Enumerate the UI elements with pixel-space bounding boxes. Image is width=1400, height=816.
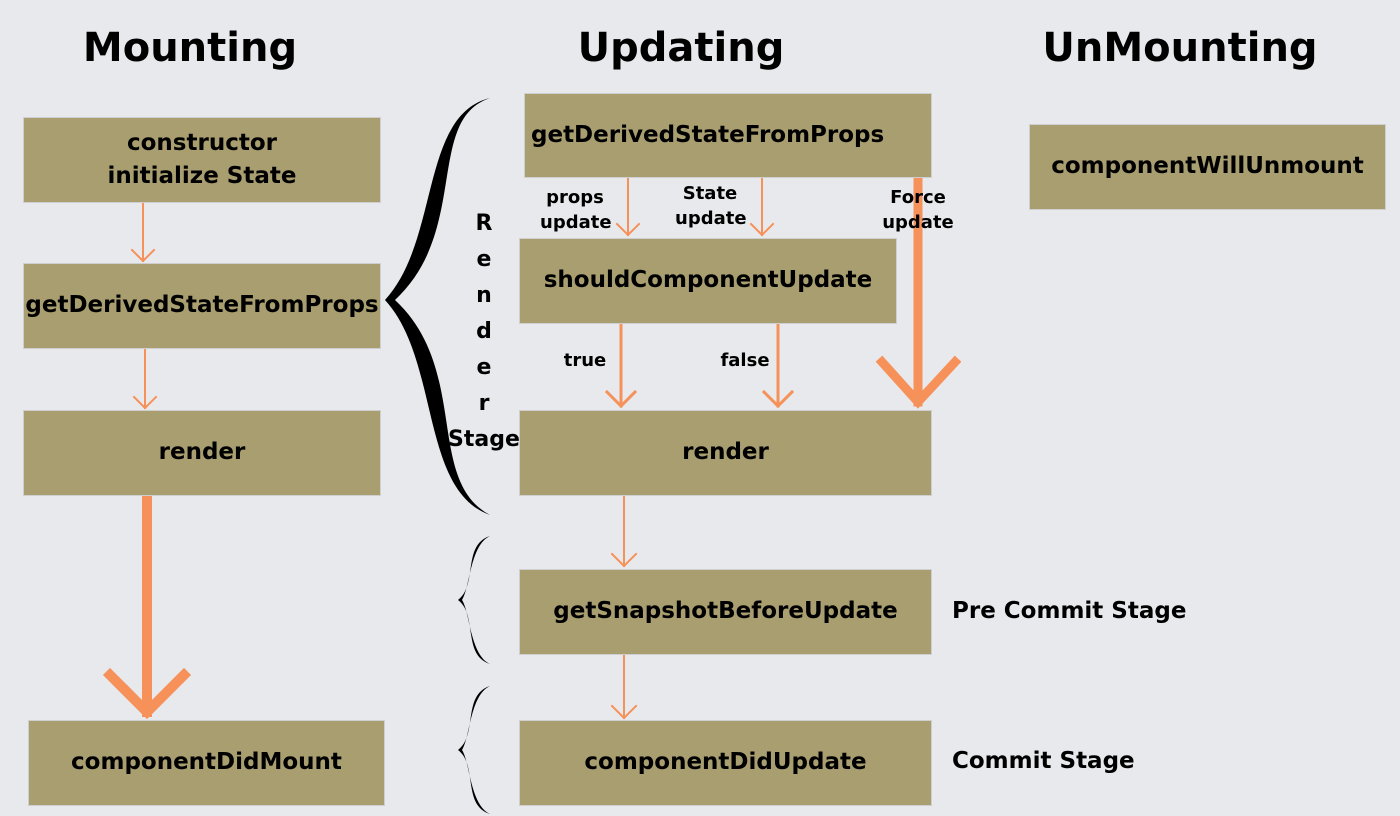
arrow-props-update — [615, 177, 641, 237]
get-snapshot-box: getSnapshotBeforeUpdate — [519, 569, 932, 655]
render-stage-letter: d — [476, 319, 492, 344]
component-will-unmount-label: componentWillUnmount — [1051, 153, 1364, 180]
force-update-line1: Force — [890, 187, 946, 208]
should-component-update-label: shouldComponentUpdate — [543, 267, 873, 294]
update-render-label: render — [682, 439, 769, 466]
render-stage-brace — [385, 98, 490, 515]
arrow-render-to-snapshot — [610, 495, 638, 568]
props-update-label: props update — [540, 185, 612, 235]
state-update-line2: update — [675, 208, 747, 230]
render-stage-letter: r — [478, 391, 490, 416]
get-snapshot-label: getSnapshotBeforeUpdate — [553, 598, 898, 625]
constructor-box: constructor initialize State — [23, 117, 381, 203]
props-update-line1: props — [546, 187, 604, 208]
commit-brace — [458, 686, 490, 814]
mount-get-derived-box: getDerivedStateFromProps — [23, 263, 381, 349]
updating-heading: Updating — [577, 25, 785, 71]
pre-commit-brace — [458, 536, 490, 664]
arrow-state-update — [749, 177, 775, 237]
false-label: false — [720, 350, 770, 371]
should-component-update-box: shouldComponentUpdate — [519, 238, 897, 324]
component-will-unmount-box: componentWillUnmount — [1029, 124, 1386, 210]
arrow-constructor-to-derived — [130, 202, 156, 263]
constructor-label: constructor — [127, 129, 277, 156]
component-did-update-box: componentDidUpdate — [519, 720, 932, 806]
render-stage-letter: e — [476, 247, 492, 272]
mounting-heading: Mounting — [82, 25, 298, 71]
arrow-derived-to-render — [132, 348, 158, 410]
render-stage-letter: e — [476, 355, 492, 380]
mount-render-box: render — [23, 410, 381, 496]
component-did-update-label: componentDidUpdate — [584, 749, 867, 776]
initialize-state-label: initialize State — [107, 163, 297, 189]
arrow-force-update — [875, 173, 962, 409]
mount-get-derived-label: getDerivedStateFromProps — [25, 292, 379, 319]
arrow-snapshot-to-didupdate — [610, 654, 638, 720]
component-did-mount-label: componentDidMount — [71, 749, 342, 776]
update-get-derived-box: getDerivedStateFromProps — [524, 93, 932, 178]
force-update-label: Force update — [880, 185, 956, 235]
render-stage-label: R e n d e r Stage — [448, 206, 520, 458]
force-update-line2: update — [882, 212, 954, 234]
update-render-box: render — [519, 410, 932, 496]
render-stage-letter: n — [476, 283, 492, 308]
state-update-label: State update — [675, 181, 747, 231]
mount-render-label: render — [158, 439, 246, 466]
true-label: true — [563, 350, 607, 371]
update-get-derived-label: getDerivedStateFromProps — [531, 121, 885, 148]
render-stage-letter: R — [475, 211, 493, 236]
pre-commit-stage-label: Pre Commit Stage — [952, 598, 1187, 624]
component-did-mount-box: componentDidMount — [28, 720, 385, 806]
arrow-false — [761, 322, 795, 409]
state-update-line1: State — [682, 183, 738, 204]
commit-stage-label: Commit Stage — [952, 748, 1135, 774]
arrow-render-to-didmount — [102, 491, 192, 720]
render-stage-word: Stage — [448, 427, 520, 452]
arrow-true — [604, 322, 638, 409]
unmounting-heading: UnMounting — [1042, 25, 1318, 71]
props-update-line2: update — [540, 212, 612, 234]
